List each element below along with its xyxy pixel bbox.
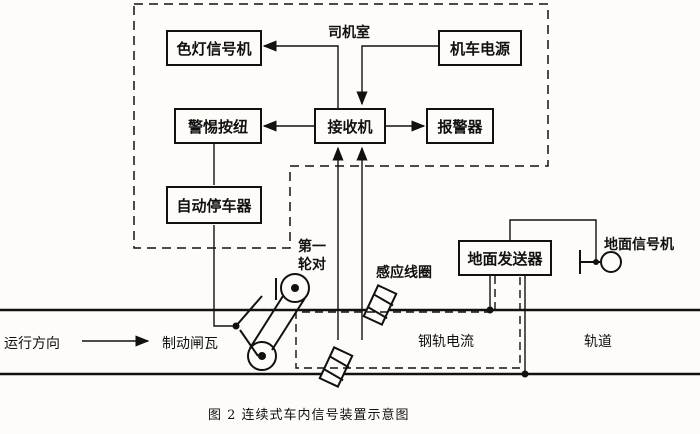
brake-node [232, 322, 240, 330]
figure-caption: 图 2 连续式车内信号装置示意图 [208, 408, 410, 423]
link-power-receiver [356, 45, 438, 106]
link-tx-ground-signal [509, 219, 597, 262]
tx-node-bottom [521, 370, 529, 378]
ground-signal-label: 地面信号机 [604, 237, 674, 253]
rail-current-label: 钢轨电流 [418, 334, 474, 350]
box-alarm: 报警器 [426, 108, 494, 144]
direction-label: 运行方向 [4, 336, 60, 352]
cab-label: 司机室 [328, 25, 370, 41]
cab-boundary [133, 3, 549, 249]
coil-lower [318, 346, 354, 388]
link-stop-brake [213, 225, 236, 327]
box-color-signal: 色灯信号机 [166, 30, 262, 66]
induction-coil-label: 感应线圈 [376, 265, 432, 281]
box-alert-button: 警惕按纽 [174, 108, 262, 144]
link-receiver-signal [262, 40, 339, 108]
box-auto-stop: 自动停车器 [166, 186, 262, 224]
brake-shoe-label: 制动闸瓦 [162, 336, 218, 352]
box-ground-transmitter: 地面发送器 [458, 240, 552, 276]
track-label: 轨道 [584, 334, 612, 350]
box-receiver: 接收机 [314, 108, 386, 144]
coil-upper [362, 284, 398, 326]
tx-node-top [486, 306, 494, 314]
gs-node [593, 259, 599, 265]
wheelset [235, 273, 310, 371]
rail-current-loop [295, 276, 521, 369]
first-wheelset-label: 第一 轮对 [298, 239, 326, 273]
box-power: 机车电源 [438, 30, 522, 66]
